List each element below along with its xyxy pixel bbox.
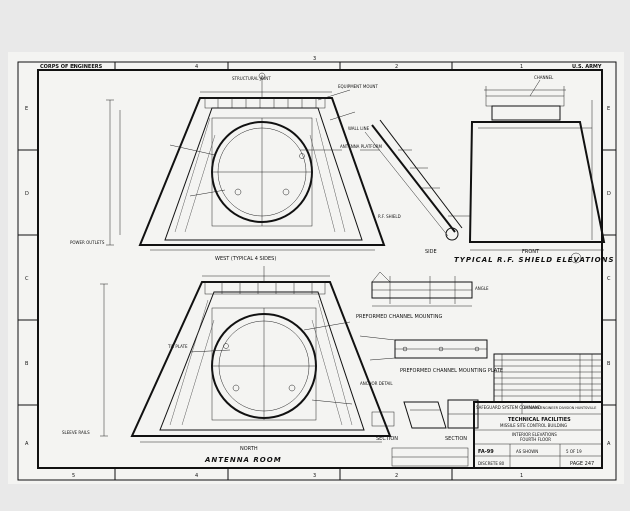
col-marker: 5 xyxy=(72,64,75,70)
west-elevation-view xyxy=(106,72,386,251)
angle-label: ANGLE xyxy=(475,286,489,291)
antenna-room-title: ANTENNA ROOM xyxy=(204,456,282,464)
title-block xyxy=(473,401,603,469)
anchor-detail-label: ANCHOR DETAIL xyxy=(360,381,393,386)
row-marker: B xyxy=(607,361,611,367)
row-marker: A xyxy=(607,441,611,447)
side-label: SIDE xyxy=(425,249,437,255)
west-label: WEST (TYPICAL 4 SIDES) xyxy=(215,256,276,262)
us-army-label: U.S. ARMY xyxy=(572,64,602,70)
col-marker: 5 xyxy=(72,473,75,479)
sheet-number: 5 OF 19 xyxy=(566,449,582,454)
col-marker: 1 xyxy=(520,64,523,70)
power-outlets-label: POWER OUTLETS xyxy=(70,240,105,245)
agency-label: US ARMY ENGINEER DIVISION HUNTSVILLE xyxy=(524,406,596,410)
north-label: NORTH xyxy=(240,446,258,452)
row-marker: C xyxy=(607,276,611,282)
safeguard-label: SAFEGUARD SYSTEM COMMAND xyxy=(476,405,541,410)
column-markers-top: 5 4 3 2 1 xyxy=(72,56,523,70)
section-label-2: SECTION xyxy=(445,436,467,442)
col-marker: 4 xyxy=(195,64,198,70)
rf-shield-label: R.F. SHIELD xyxy=(378,214,401,219)
corps-of-engineers-label: CORPS OF ENGINEERS xyxy=(40,64,103,70)
detail-bubble xyxy=(570,252,582,264)
side-view xyxy=(360,119,470,241)
col-marker: 2 xyxy=(395,473,398,479)
col-marker: 2 xyxy=(395,64,398,70)
row-marker: A xyxy=(25,441,29,447)
north-elevation-view xyxy=(100,266,392,443)
drawing-number: FA-99 xyxy=(478,449,494,455)
col-marker: 3 xyxy=(313,473,316,479)
row-marker: E xyxy=(25,106,28,112)
page-number: PAGE 247 xyxy=(570,461,594,467)
title-label: TECHNICAL FACILITIES xyxy=(508,417,571,423)
front-label: FRONT xyxy=(522,249,540,255)
row-marker: B xyxy=(25,361,29,367)
file-number: DISCRETE 80 xyxy=(478,461,505,466)
preformed-channel-plate-detail xyxy=(359,335,488,361)
drawing-notes-box xyxy=(391,447,469,467)
preformed-plate-title: PREFORMED CHANNEL MOUNTING PLATE xyxy=(400,368,503,374)
preformed-channel-mounting-detail xyxy=(371,271,473,307)
scale-label: AS SHOWN xyxy=(516,449,538,454)
col-marker: 1 xyxy=(520,473,523,479)
subtitle-label: MISSILE SITE CONTROL BUILDING xyxy=(500,423,567,428)
sheet-sub-label: FOURTH FLOOR xyxy=(520,437,551,442)
tie-plate-label: TIE PLATE xyxy=(167,344,188,349)
sleeve-rails-label: SLEEVE RAILS xyxy=(62,430,90,435)
front-view xyxy=(468,79,606,251)
row-markers-left: E D C B A xyxy=(25,106,29,447)
col-marker: 3 xyxy=(313,56,316,62)
row-markers-right: E D C B A xyxy=(607,106,611,447)
structural-joint-label: STRUCTURAL JOINT xyxy=(232,76,271,81)
row-marker: D xyxy=(607,191,611,197)
channel-label: CHANNEL xyxy=(534,75,554,80)
rf-shield-elevations-title: TYPICAL R.F. SHIELD ELEVATIONS xyxy=(454,256,614,264)
sheet-border xyxy=(17,61,617,481)
antenna-platform-label: ANTENNA PLATFORM xyxy=(340,144,383,149)
row-marker: D xyxy=(25,191,29,197)
row-marker: E xyxy=(607,106,610,112)
row-marker: C xyxy=(25,276,29,282)
section-label-1: SECTION xyxy=(376,436,398,442)
wall-line-label: WALL LINE xyxy=(348,126,370,131)
equipment-mount-label: EQUIPMENT MOUNT xyxy=(338,84,378,89)
preformed-mounting-title: PREFORMED CHANNEL MOUNTING xyxy=(356,314,442,320)
col-marker: 4 xyxy=(195,473,198,479)
sheet-title-label: INTERIOR ELEVATIONS xyxy=(512,432,557,437)
column-markers-bottom: 5 4 3 2 1 xyxy=(72,473,523,479)
